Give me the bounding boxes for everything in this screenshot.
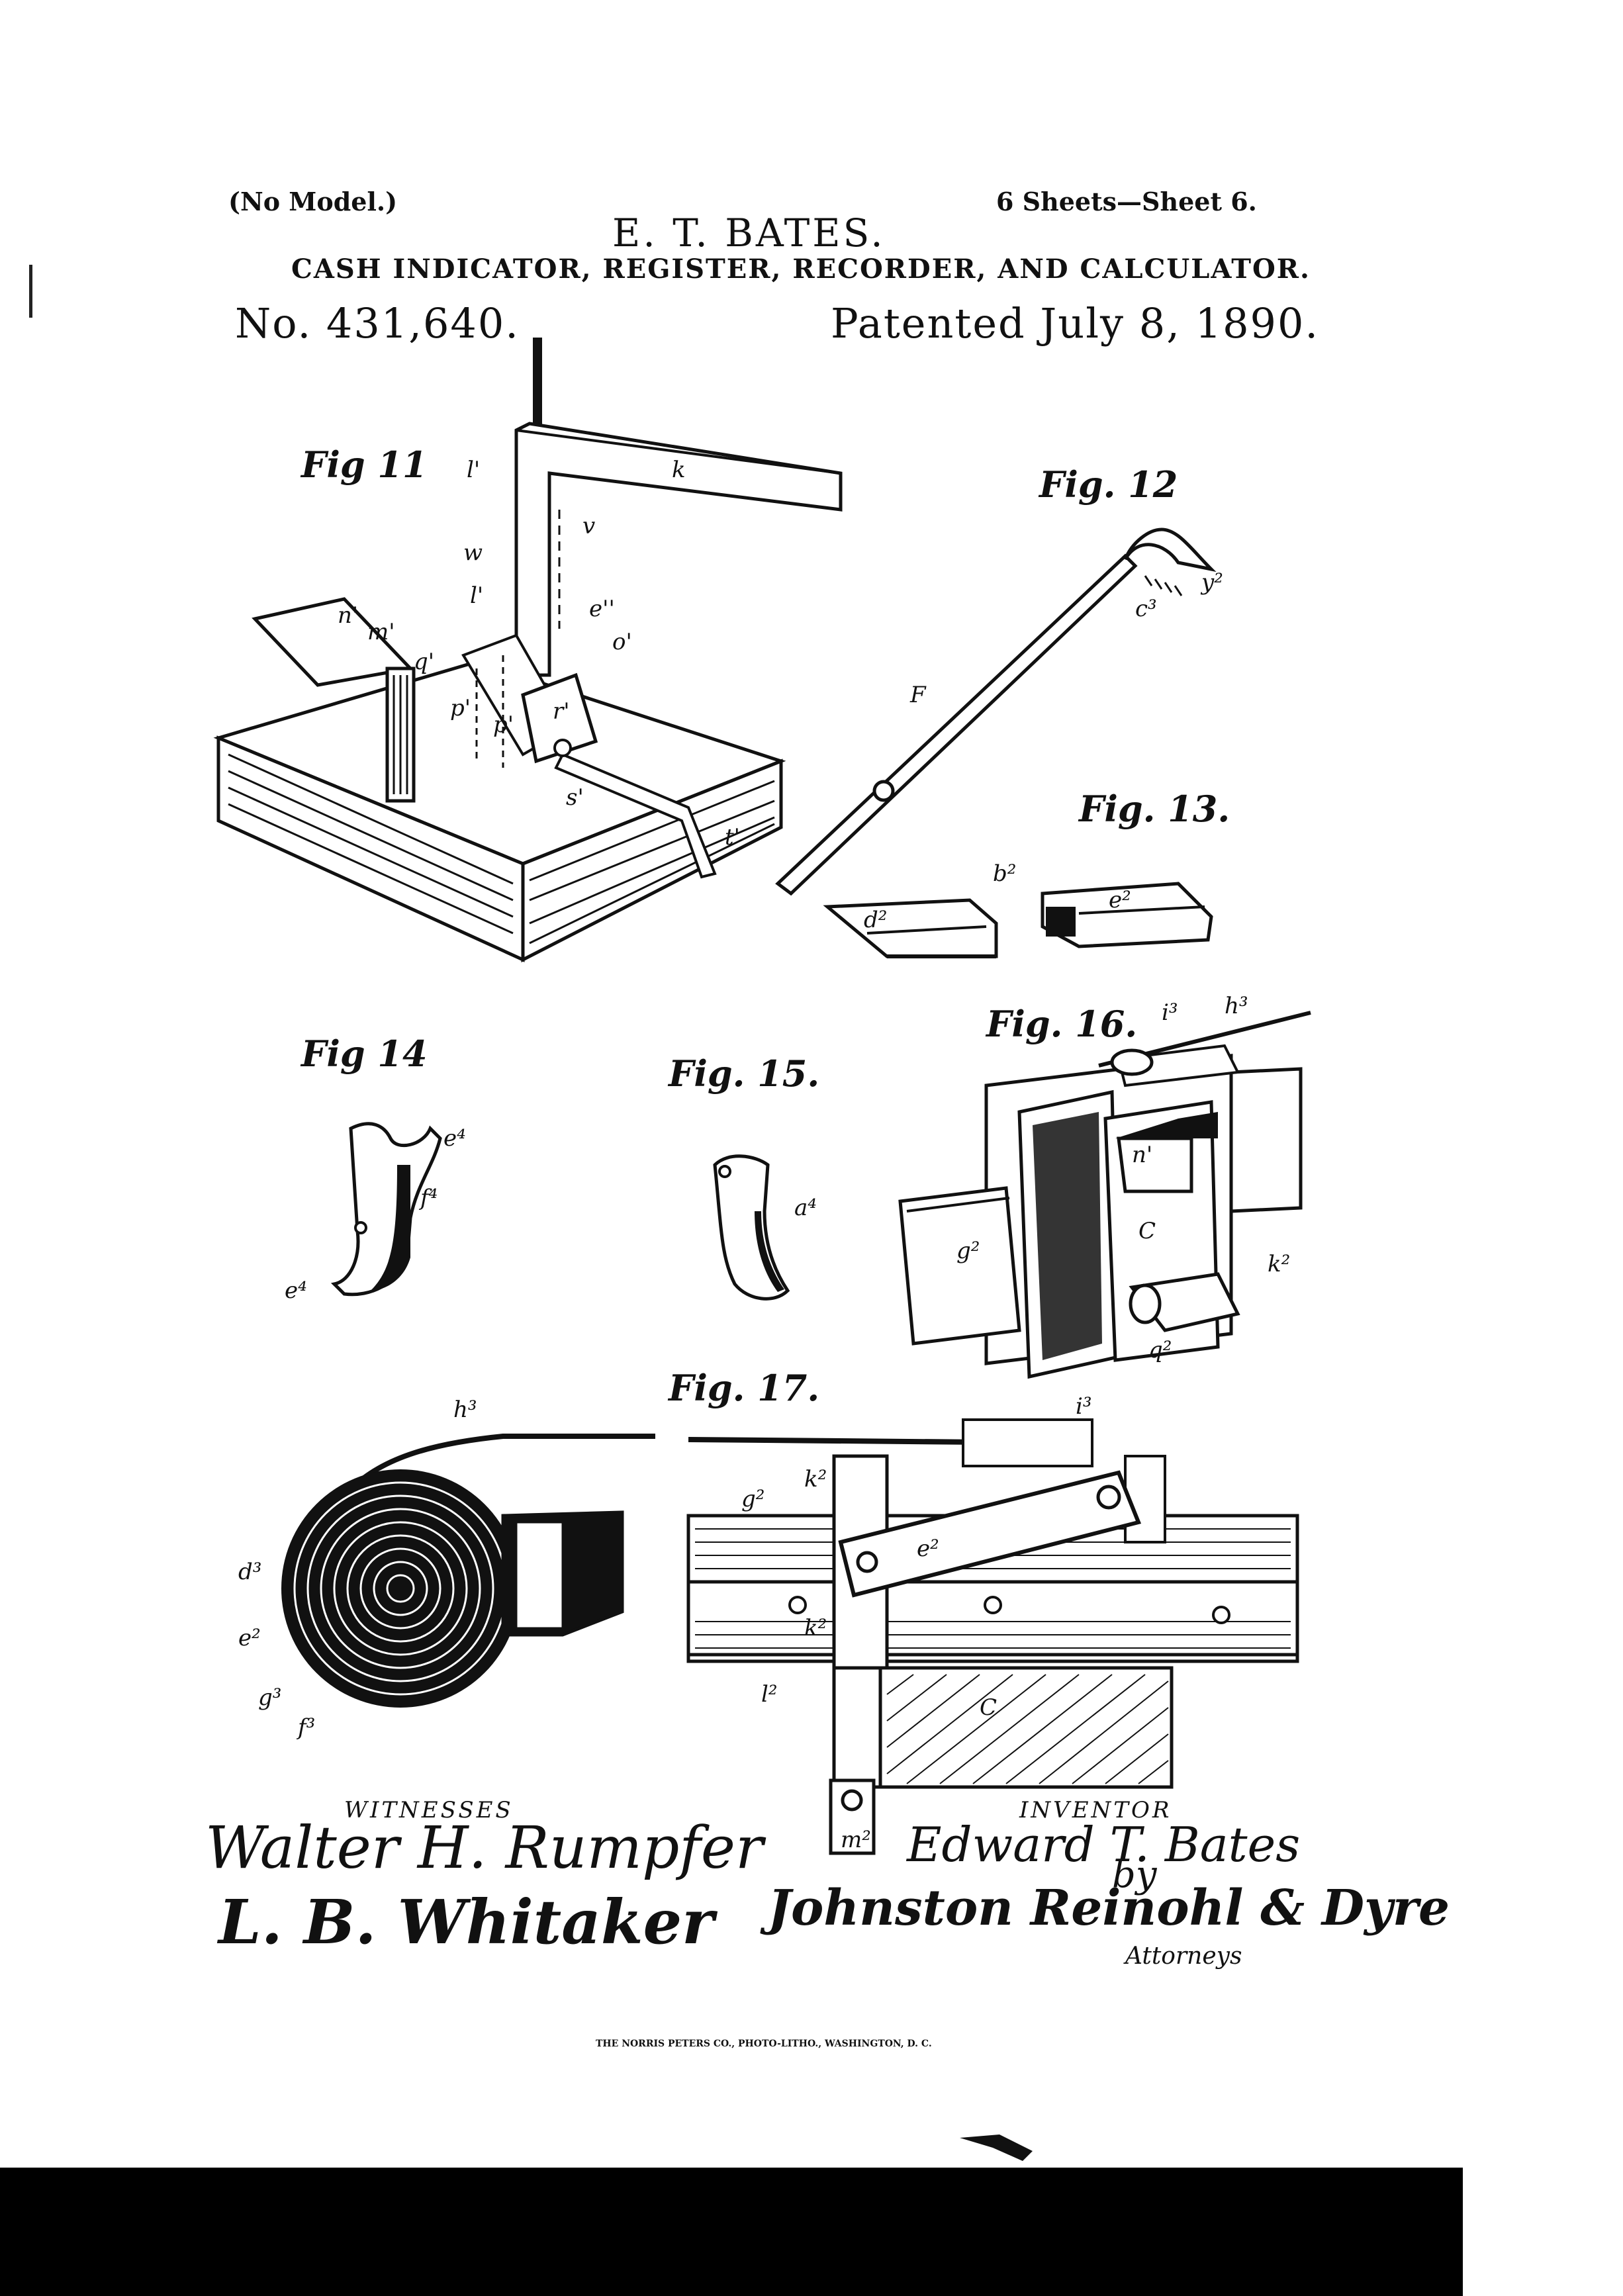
sheet-count: 6 Sheets—Sheet 6. xyxy=(996,187,1257,216)
ref-fig11-n-prime: n' xyxy=(338,602,359,629)
ref-fig13-b2: b² xyxy=(993,860,1017,887)
ref-fig16-C: C xyxy=(1138,1218,1156,1244)
ref-fig11-p-prime-1: p' xyxy=(450,695,471,721)
ref-fig11-v: v xyxy=(582,513,596,539)
ref-fig17-e2-lever: e² xyxy=(917,1536,939,1562)
ref-fig11-k: k xyxy=(672,457,686,483)
patent-title: CASH INDICATOR, REGISTER, RECORDER, AND … xyxy=(291,253,1311,285)
fig11-label: Fig 11 xyxy=(301,443,428,486)
inventor-signature: Edward T. Bates xyxy=(907,1817,1301,1872)
ref-fig17-k2-bottom: k² xyxy=(804,1615,827,1641)
ref-fig14-f4: f⁴ xyxy=(420,1185,438,1211)
fig13-label: Fig. 13. xyxy=(1079,788,1230,830)
ref-fig11-l-prime-top: l' xyxy=(467,457,481,483)
ref-fig12-F: F xyxy=(910,682,926,708)
ref-fig11-e-dprime: e'' xyxy=(589,596,615,622)
ref-fig16-q2: q² xyxy=(1148,1337,1172,1363)
ref-fig16-n-prime: n' xyxy=(1132,1142,1153,1168)
scan-edge-mark xyxy=(29,265,32,318)
fig16-label: Fig. 16. xyxy=(986,1003,1138,1045)
ref-fig17-i3: i³ xyxy=(1076,1393,1092,1420)
ref-fig12-c3: c³ xyxy=(1135,596,1157,622)
ref-fig11-s-prime: s' xyxy=(566,784,584,811)
ref-fig17-C: C xyxy=(980,1694,997,1721)
ref-fig11-t-prime: t' xyxy=(725,824,741,850)
fig15-label: Fig. 15. xyxy=(669,1052,820,1095)
ref-fig17-e2: e² xyxy=(238,1625,261,1651)
printer-credit: THE NORRIS PETERS CO., PHOTO-LITHO., WAS… xyxy=(596,2039,932,2049)
ref-fig12-y2: y² xyxy=(1201,569,1223,596)
ref-fig17-l2: l² xyxy=(761,1681,778,1708)
inventor-name: E. T. BATES. xyxy=(612,210,886,255)
ref-fig17-d3: d³ xyxy=(238,1559,262,1585)
ref-fig16-h3: h³ xyxy=(1225,993,1248,1019)
by-word: by xyxy=(1112,1853,1157,1896)
inventor-label: INVENTOR xyxy=(1019,1797,1172,1823)
ref-fig13-e2: e² xyxy=(1109,887,1131,913)
fig17-label: Fig. 17. xyxy=(669,1367,820,1409)
ref-fig11-p-prime-2: p' xyxy=(493,712,514,738)
ref-fig17-g3: g³ xyxy=(258,1684,282,1711)
fig12-label: Fig. 12 xyxy=(1039,463,1178,506)
model-note: (No Model.) xyxy=(228,187,398,216)
ref-fig17-m2: m² xyxy=(841,1827,871,1853)
scan-border-bar xyxy=(0,2168,1463,2296)
witnesses-label: WITNESSES xyxy=(344,1797,514,1823)
ref-fig17-h3: h³ xyxy=(453,1397,477,1423)
ref-fig11-l-prime: l' xyxy=(470,582,484,609)
ref-fig17-f3: f³ xyxy=(298,1714,316,1741)
ref-fig17-g2: g² xyxy=(741,1486,765,1512)
ref-fig11-m-prime: m' xyxy=(367,619,395,645)
patent-number: No. 431,640. xyxy=(235,299,520,347)
ref-fig14-e4-top: e⁴ xyxy=(443,1125,466,1152)
ref-fig14-e4-bottom: e⁴ xyxy=(285,1277,307,1304)
patent-date: Patented July 8, 1890. xyxy=(831,299,1320,347)
ref-fig11-q-prime: q' xyxy=(414,649,435,675)
witness-signature-2: L. B. Whitaker xyxy=(218,1886,714,1958)
attorneys-signature: Johnston Reinohl & Dyre xyxy=(768,1880,1450,1937)
ref-fig16-k2: k² xyxy=(1268,1251,1291,1277)
attorneys-label: Attorneys xyxy=(1125,1943,1242,1970)
ref-fig11-w: w xyxy=(463,539,483,566)
ref-fig17-k2-top: k² xyxy=(804,1466,827,1492)
witness-signature-1: Walter H. Rumpfer xyxy=(205,1814,764,1882)
ref-fig11-r-prime: r' xyxy=(553,698,570,725)
ref-fig11-o-prime: o' xyxy=(612,629,632,655)
ref-fig15-a4: a⁴ xyxy=(794,1195,817,1221)
ref-fig13-d2: d² xyxy=(864,907,888,933)
ref-fig16-g2: g² xyxy=(956,1238,980,1264)
ref-fig16-i3: i³ xyxy=(1162,999,1178,1026)
fig14-label: Fig 14 xyxy=(301,1033,428,1075)
